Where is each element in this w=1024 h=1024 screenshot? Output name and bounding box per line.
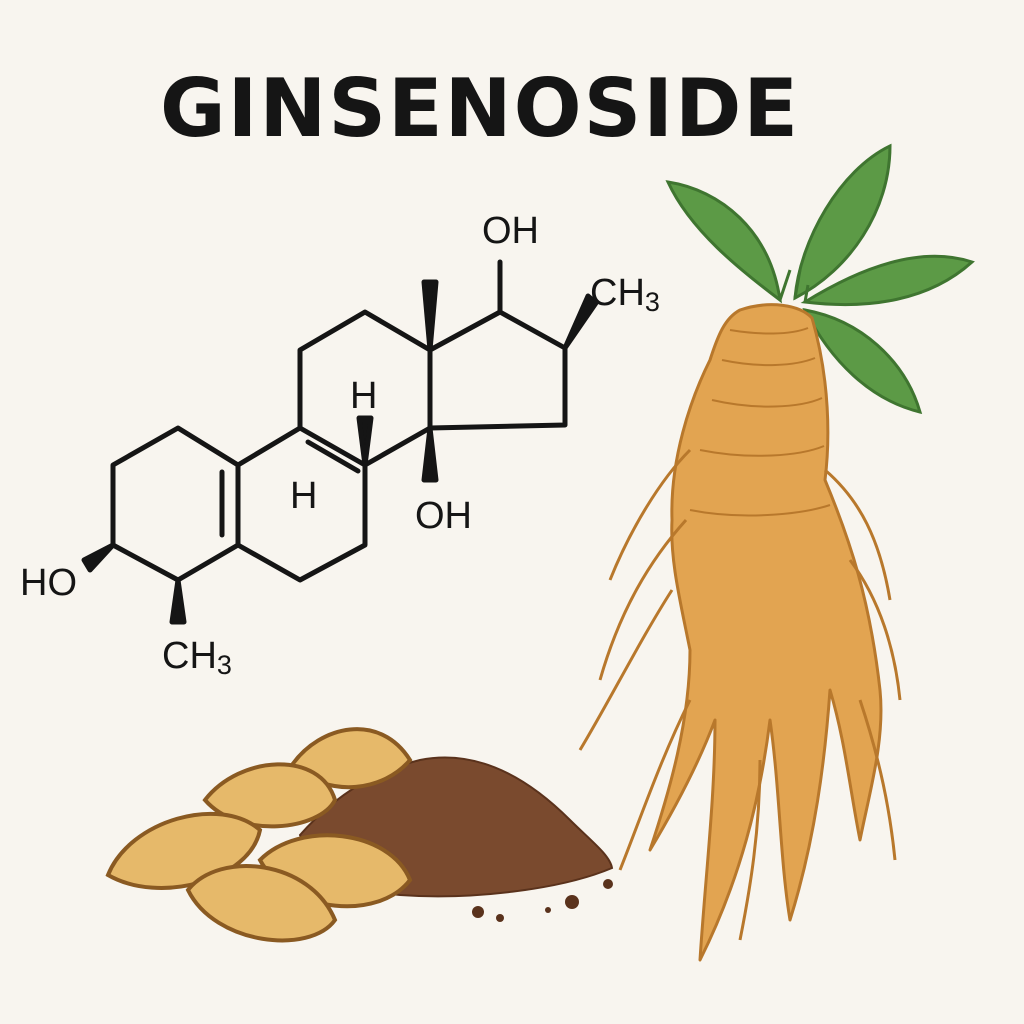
molecule-structure (81, 259, 599, 625)
subscript-3: 3 (217, 650, 232, 680)
h-lower-label: H (290, 475, 317, 517)
ch3-right-label: CH3 (590, 272, 660, 317)
dried-ginseng-slices (105, 727, 413, 943)
h-upper-label: H (350, 375, 377, 417)
ginseng-root (578, 303, 902, 962)
ch3-bottom-label: CH3 (162, 635, 232, 680)
page-title: GINSENOSIDE (159, 62, 801, 155)
oh-mid-label: OH (415, 495, 472, 537)
oh-top-label: OH (482, 210, 539, 252)
ginseng-leaves (665, 143, 975, 415)
ho-left-label: HO (20, 562, 77, 604)
subscript-3: 3 (645, 287, 660, 317)
